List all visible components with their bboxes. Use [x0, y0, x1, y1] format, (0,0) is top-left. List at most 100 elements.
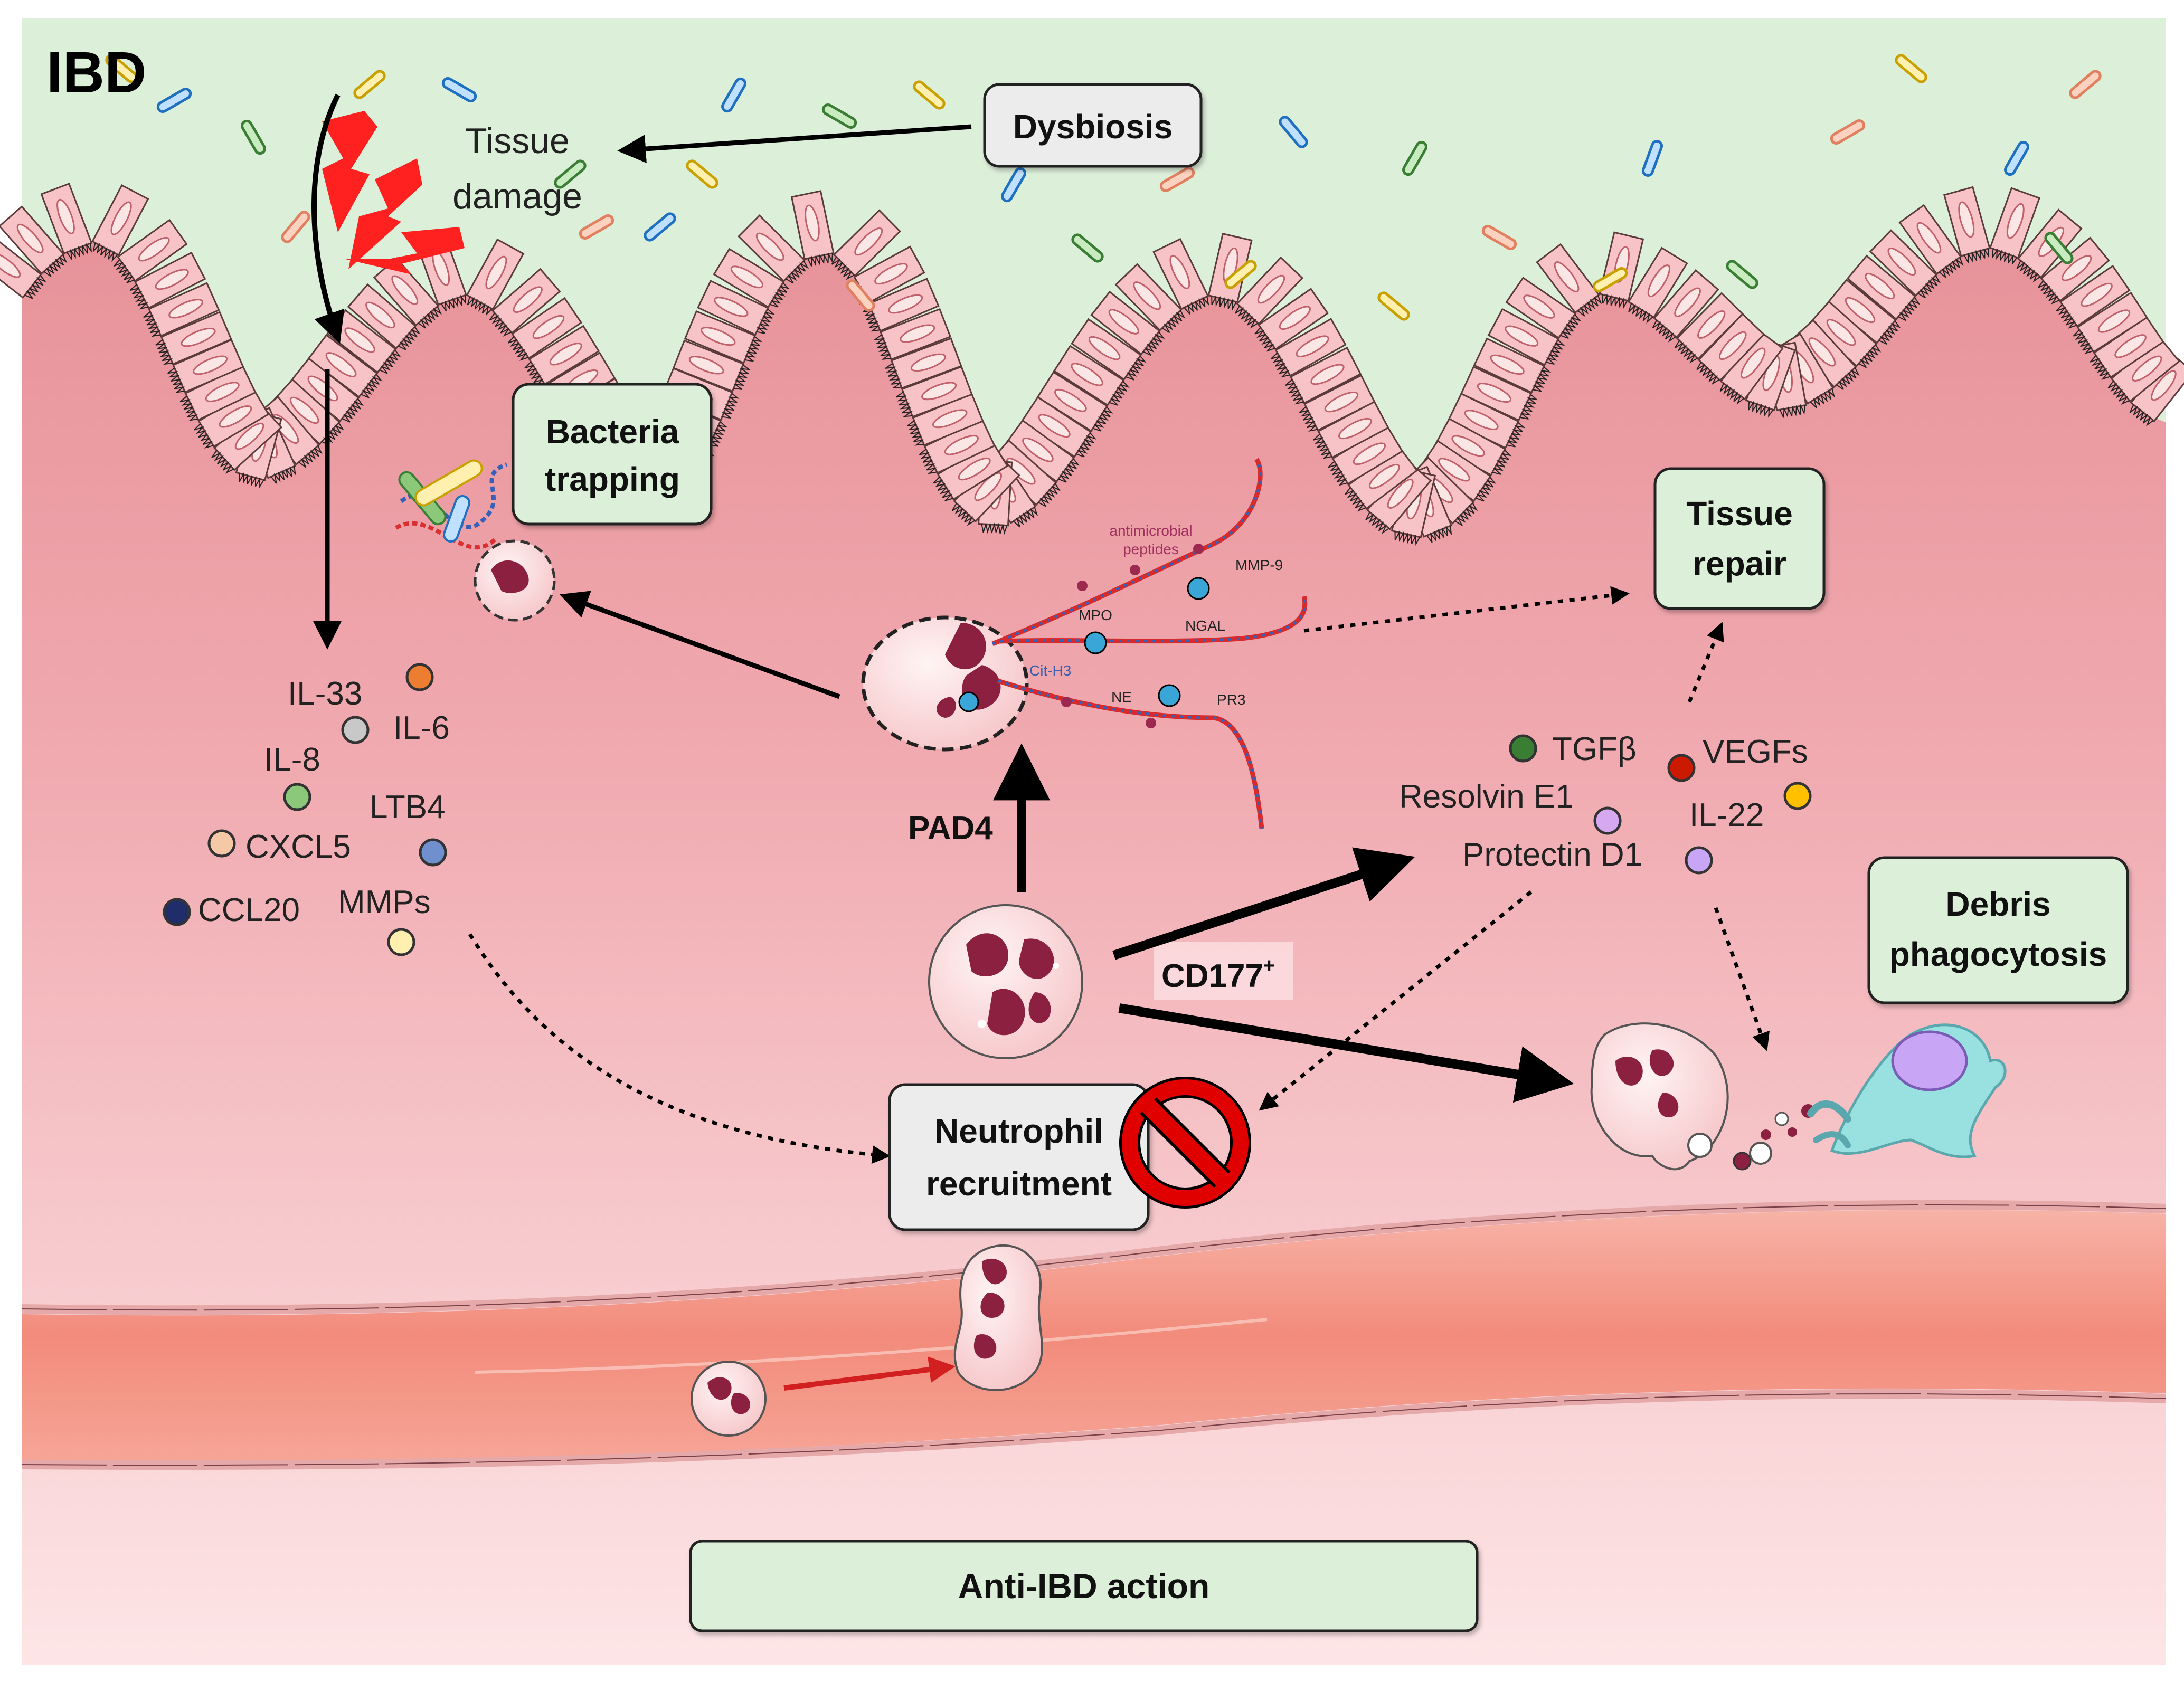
bacteria-trapping-label-line2: trapping	[545, 460, 680, 498]
il6-dot	[405, 663, 434, 691]
mediators-to-repair-arrow	[1687, 622, 1724, 703]
epithelial-cell	[167, 338, 244, 394]
cit-h3-label: Cit-H3	[1029, 662, 1071, 679]
bacterium-icon	[1726, 260, 1758, 289]
epithelial-cell	[2037, 236, 2110, 305]
epithelial-cell	[194, 387, 270, 449]
bacterium-icon	[1641, 140, 1663, 177]
tgfb-dot	[1509, 734, 1537, 763]
bacterium-icon	[913, 80, 946, 110]
mediator-label: IL-33	[288, 676, 362, 712]
bacterium-icon	[241, 119, 266, 155]
bacterium-icon	[441, 77, 477, 102]
epithelial-cell	[0, 205, 68, 277]
epithelial-cell	[831, 209, 901, 280]
epithelial-cell	[2073, 291, 2148, 355]
debris-label-line1: Debris	[1945, 885, 2050, 923]
antimicrobial-label-line2: peptides	[1123, 541, 1179, 557]
ccl20-dot	[163, 898, 191, 926]
extravasation-arrow	[783, 1356, 956, 1391]
epithelial-cell	[143, 282, 220, 337]
tissue-damage-label-line2: damage	[452, 176, 582, 216]
macrophage-icon	[1807, 1023, 2007, 1158]
mediator-label: IL-8	[264, 742, 320, 778]
bacterium-icon	[1159, 166, 1195, 192]
epithelial-cell	[874, 308, 952, 361]
epithelial-cell	[1473, 337, 1552, 394]
epithelial-cell	[933, 440, 1009, 502]
mediator-label: IL-22	[1689, 797, 1764, 833]
bacterium-icon	[821, 103, 857, 129]
epithelial-cell	[114, 218, 188, 284]
antimicrobial-label-line1: antimicrobial	[1109, 522, 1192, 539]
anti-ibd-action-box: Anti-IBD action	[689, 1540, 1479, 1632]
bacterium-icon	[105, 54, 138, 83]
epithelial-cell	[1090, 290, 1165, 356]
blood-vessel	[22, 1200, 2166, 1470]
bacterium-icon	[554, 159, 587, 189]
epithelial-cell	[466, 238, 525, 316]
net-to-bacteria-arrow	[559, 591, 840, 699]
recruitment-label-line2: recruitment	[926, 1165, 1112, 1203]
epithelial-cell	[1505, 277, 1582, 339]
bacterium-icon	[721, 77, 746, 113]
net-to-repair-arrow	[1303, 586, 1630, 633]
il8-dot	[283, 783, 311, 811]
pro-inflammatory-mediators: IL-33 IL-6 IL-8 LTB4 CXCL5 CCL20 MMPs	[163, 663, 450, 956]
epithelial-cell	[40, 183, 93, 260]
dysbiosis-label: Dysbiosis	[1013, 108, 1173, 146]
bacterium-icon	[2044, 232, 2074, 264]
epithelial-cell	[91, 184, 149, 262]
bacterium-icon	[156, 88, 192, 113]
tissue-repair-label-line2: repair	[1693, 545, 1786, 583]
circulating-neutrophil-icon	[691, 1361, 767, 1437]
vegfs-dot	[1667, 754, 1696, 782]
apoptotic-neutrophil-icon	[1590, 1022, 1815, 1171]
protectin-dot	[1685, 846, 1713, 875]
epithelial-cell	[738, 214, 809, 284]
epithelial-cell	[1627, 246, 1688, 324]
bacterium-icon	[1071, 233, 1104, 263]
epithelial-cell	[885, 337, 962, 390]
bacteria-trapping-label-line1: Bacteria	[546, 413, 679, 451]
epithelial-cell	[1071, 318, 1147, 381]
epithelial-layer	[0, 183, 2184, 546]
bacterium-icon	[2004, 140, 2029, 176]
mediator-label: LTB4	[370, 789, 446, 825]
epithelial-cell	[1254, 288, 1329, 352]
mediator-label: MMPs	[338, 884, 431, 920]
pr3-label: PR3	[1217, 691, 1245, 708]
cxcl5-dot	[207, 829, 236, 858]
epithelial-cell	[129, 251, 206, 310]
epithelial-cell	[713, 248, 790, 308]
epithelial-cell	[1989, 187, 2040, 265]
mediator-label: TGFβ	[1552, 731, 1637, 767]
transmigrating-neutrophil-icon	[953, 1244, 1043, 1391]
debris-phagocytosis-box: Debris phagocytosis	[1867, 856, 2129, 1004]
cd177-neutrophil-icon	[928, 904, 1083, 1059]
epithelial-cell	[790, 190, 835, 267]
bacterium-icon	[1224, 260, 1257, 289]
epithelial-cell	[524, 325, 600, 387]
epithelial-cell	[347, 283, 421, 350]
epithelial-cell	[1898, 204, 1964, 278]
mediator-label: CCL20	[198, 892, 300, 928]
bacterium-icon	[579, 214, 614, 240]
net-protein-markers	[958, 577, 1210, 712]
ngal-label: NGAL	[1185, 618, 1225, 634]
epithelial-cell	[1869, 229, 1941, 299]
bacterium-icon	[353, 70, 386, 99]
epithelial-cell	[1846, 254, 1921, 321]
lumen-bacteria	[105, 54, 2102, 321]
epithelial-cell	[1447, 393, 1526, 449]
bacterium-icon	[1481, 225, 1517, 250]
tissue-damage-label-line1: Tissue	[465, 121, 570, 161]
intestinal-lumen	[22, 18, 2166, 534]
epithelial-cell	[1004, 419, 1080, 483]
epithelial-cell	[906, 393, 984, 446]
bacterium-icon	[846, 279, 875, 312]
mmp9-label: MMP-9	[1235, 557, 1283, 573]
epithelial-cell	[211, 404, 283, 474]
epithelial-cell	[1460, 366, 1538, 422]
